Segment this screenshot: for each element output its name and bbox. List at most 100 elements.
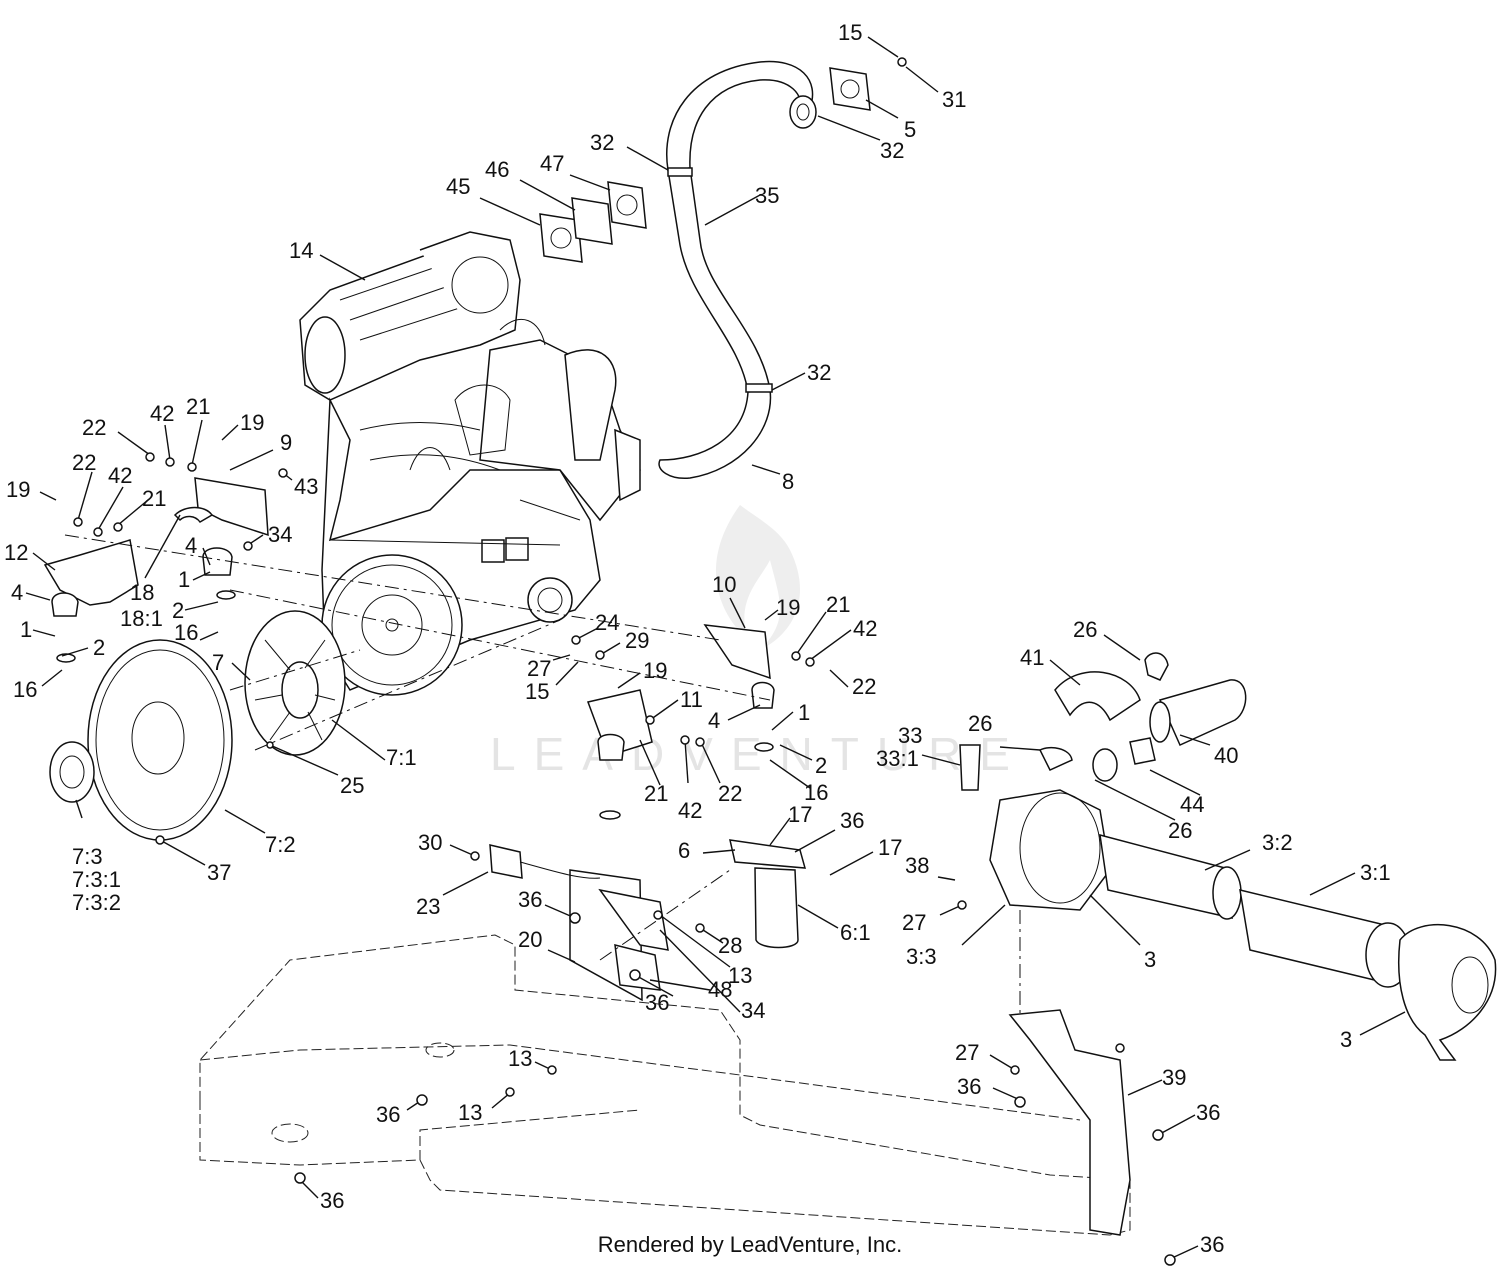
callout-7: 7 bbox=[212, 650, 224, 675]
callout-43: 43 bbox=[294, 474, 318, 499]
callout-44: 44 bbox=[1180, 792, 1204, 817]
callout-36: 36 bbox=[1200, 1232, 1224, 1257]
callout-22: 22 bbox=[718, 781, 742, 806]
callout-18: 18 bbox=[130, 580, 154, 605]
callout-33: 33 bbox=[898, 723, 922, 748]
callout-21: 21 bbox=[826, 592, 850, 617]
callout-13: 13 bbox=[728, 963, 752, 988]
callout-42: 42 bbox=[108, 463, 132, 488]
callout-32: 32 bbox=[590, 130, 614, 155]
callout-17: 17 bbox=[878, 835, 902, 860]
callout-2: 2 bbox=[172, 598, 184, 623]
callout-36: 36 bbox=[645, 990, 669, 1015]
callout-1: 1 bbox=[20, 617, 32, 642]
callout-42: 42 bbox=[853, 616, 877, 641]
callout-1: 1 bbox=[798, 700, 810, 725]
callout-16: 16 bbox=[13, 677, 37, 702]
callout-39: 39 bbox=[1162, 1065, 1186, 1090]
callout-42: 42 bbox=[678, 798, 702, 823]
callout-48: 48 bbox=[708, 977, 732, 1002]
callout-32: 32 bbox=[880, 138, 904, 163]
callout-26: 26 bbox=[968, 711, 992, 736]
callout-31: 31 bbox=[942, 87, 966, 112]
callout-18:1: 18:1 bbox=[120, 606, 163, 631]
callout-25: 25 bbox=[340, 773, 364, 798]
air-cleaner-assembly bbox=[959, 652, 1497, 1236]
callout-2: 2 bbox=[93, 635, 105, 660]
callout-36: 36 bbox=[957, 1074, 981, 1099]
callout-42: 42 bbox=[150, 401, 174, 426]
hardware-fasteners bbox=[73, 452, 1176, 1266]
callout-41: 41 bbox=[1020, 645, 1044, 670]
callout-22: 22 bbox=[82, 415, 106, 440]
callout-8: 8 bbox=[782, 469, 794, 494]
callout-6:1: 6:1 bbox=[840, 920, 871, 945]
callout-19: 19 bbox=[6, 477, 30, 502]
callout-45: 45 bbox=[446, 174, 470, 199]
callout-34: 34 bbox=[741, 998, 765, 1023]
callout-22: 22 bbox=[72, 450, 96, 475]
chassis-frame bbox=[199, 934, 1131, 1236]
callout-36: 36 bbox=[376, 1102, 400, 1127]
callout-46: 46 bbox=[485, 157, 509, 182]
callout-3: 3 bbox=[1340, 1027, 1352, 1052]
callout-13: 13 bbox=[458, 1100, 482, 1125]
callout-30: 30 bbox=[418, 830, 442, 855]
callout-23: 23 bbox=[416, 894, 440, 919]
callout-35: 35 bbox=[755, 183, 779, 208]
callout-19: 19 bbox=[643, 658, 667, 683]
callout-1: 1 bbox=[178, 567, 190, 592]
callout-47: 47 bbox=[540, 151, 564, 176]
callout-21: 21 bbox=[644, 781, 668, 806]
callout-16: 16 bbox=[804, 780, 828, 805]
watermark-flame-icon bbox=[715, 505, 800, 650]
callout-11: 11 bbox=[680, 687, 703, 712]
engine-mount-brackets bbox=[43, 477, 775, 820]
callout-7:3:1: 7:3:1 bbox=[72, 867, 121, 892]
callout-29: 29 bbox=[625, 628, 649, 653]
callout-22: 22 bbox=[852, 674, 876, 699]
callout-13: 13 bbox=[508, 1046, 532, 1071]
callout-28: 28 bbox=[718, 933, 742, 958]
callout-3:2: 3:2 bbox=[1262, 830, 1293, 855]
callout-40: 40 bbox=[1214, 743, 1238, 768]
callout-36: 36 bbox=[518, 887, 542, 912]
callout-7:2: 7:2 bbox=[265, 832, 296, 857]
callout-4: 4 bbox=[185, 533, 197, 558]
callout-27: 27 bbox=[902, 910, 926, 935]
callout-4: 4 bbox=[708, 708, 720, 733]
callout-32: 32 bbox=[807, 360, 831, 385]
callout-7:1: 7:1 bbox=[386, 745, 417, 770]
callout-3:3: 3:3 bbox=[906, 944, 937, 969]
callout-5: 5 bbox=[904, 117, 916, 142]
exhaust-pipe-assembly bbox=[539, 57, 907, 479]
callout-24: 24 bbox=[595, 610, 619, 635]
callout-7:3: 7:3 bbox=[72, 844, 103, 869]
callout-3: 3 bbox=[1144, 947, 1156, 972]
callout-38: 38 bbox=[905, 853, 929, 878]
callout-34: 34 bbox=[268, 522, 292, 547]
callout-12: 12 bbox=[4, 540, 28, 565]
callout-7:3:2: 7:3:2 bbox=[72, 890, 121, 915]
callout-27: 27 bbox=[527, 656, 551, 681]
watermark-text: LEADVENTURE bbox=[490, 728, 1028, 780]
callout-26: 26 bbox=[1073, 617, 1097, 642]
callout-27: 27 bbox=[955, 1040, 979, 1065]
footer-credit: Rendered by LeadVenture, Inc. bbox=[597, 1232, 903, 1257]
callout-26: 26 bbox=[1168, 818, 1192, 843]
callout-36: 36 bbox=[320, 1188, 344, 1213]
callout-9: 9 bbox=[280, 430, 292, 455]
fuel-filter-assembly bbox=[489, 839, 807, 1002]
callout-19: 19 bbox=[776, 595, 800, 620]
callout-20: 20 bbox=[518, 927, 542, 952]
callout-36: 36 bbox=[1196, 1100, 1220, 1125]
callout-17: 17 bbox=[788, 802, 812, 827]
callout-21: 21 bbox=[186, 394, 210, 419]
callout-16: 16 bbox=[174, 620, 198, 645]
callout-labels: 15 31 5 32 32 35 47 46 45 14 32 8 22 42 … bbox=[4, 20, 1391, 1257]
callout-6: 6 bbox=[678, 838, 690, 863]
callout-4: 4 bbox=[11, 580, 23, 605]
leader-lines bbox=[25, 36, 1406, 1259]
callout-3:1: 3:1 bbox=[1360, 860, 1391, 885]
